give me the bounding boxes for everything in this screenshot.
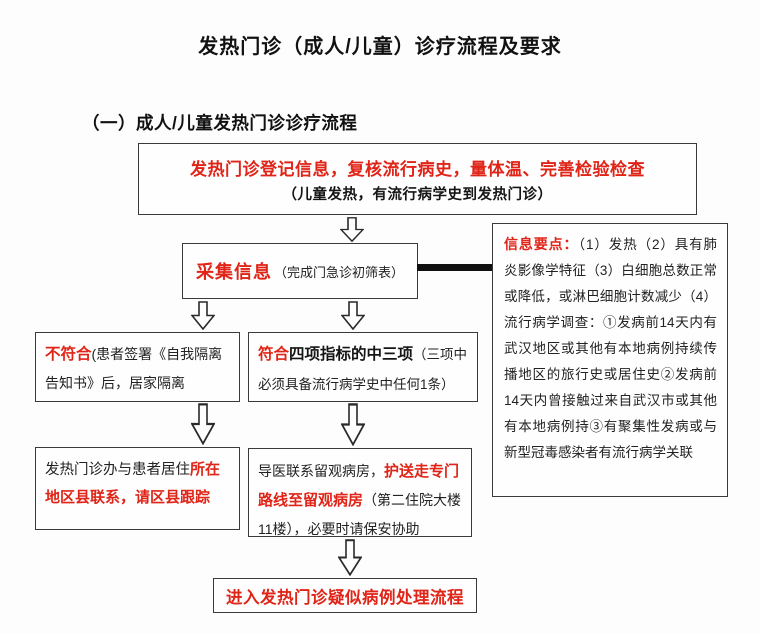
escort-highlight: 护送走专门路线至留观病房 (258, 463, 460, 509)
node-register: 发热门诊登记信息，复核流行病史，量体温、完善检验检查 （儿童发热，有流行病学史到… (138, 143, 697, 215)
page-title: 发热门诊（成人/儿童）诊疗流程及要求 (198, 36, 562, 58)
section-heading: （一）成人/儿童发热门诊诊疗流程 (82, 113, 358, 133)
register-sub-text: （儿童发热，有流行病学史到发热门诊） (282, 186, 553, 203)
collect-highlight: 采集信息 (195, 262, 272, 282)
escort-prefix: 导医联系留观病房， (258, 463, 384, 479)
info-points-label: 信息要点： (504, 236, 579, 252)
collect-note: （完成门急诊初筛表） (273, 264, 404, 280)
node-district-follow-up: 发热门诊办与患者居住所在地区县联系，请区县跟踪 (35, 447, 240, 530)
down-arrow-icon (341, 403, 365, 446)
down-arrow-icon (340, 217, 364, 242)
down-arrow-icon (338, 539, 362, 576)
connector-line (417, 264, 493, 271)
register-main-text: 发热门诊登记信息，复核流行病史，量体温、完善检验检查 (190, 159, 645, 179)
node-escort-ward: 导医联系留观病房，护送走专门路线至留观病房（第二住院大楼11楼），必要时请保安协… (248, 448, 472, 537)
match-bold-text: 四项指标的中三项 (289, 346, 414, 363)
info-points-body: （1）发热（2）具有肺炎影像学特征（3）白细胞总数正常或降低，或淋巴细胞计数减少… (504, 237, 717, 460)
final-text: 进入发热门诊疑似病例处理流程 (226, 588, 464, 607)
node-final-process: 进入发热门诊疑似病例处理流程 (213, 578, 477, 613)
not-match-text: (患者签署《自我隔离告知书》后，居家隔离 (45, 346, 223, 391)
down-arrow-icon (191, 301, 215, 330)
follow-up-highlight: 所在地区县联系，请区县跟踪 (45, 461, 221, 506)
match-highlight: 符合 (258, 346, 290, 363)
escort-suffix: （第二住院大楼11楼），必要时请保安协助 (258, 492, 462, 537)
match-note: （三项中必须具备流行病学史中任何1条） (258, 347, 468, 392)
node-info-points: 信息要点：（1）发热（2）具有肺炎影像学特征（3）白细胞总数正常或降低，或淋巴细… (492, 223, 728, 497)
node-collect-info: 采集信息 （完成门急诊初筛表） (182, 243, 418, 299)
node-match-criteria: 符合四项指标的中三项（三项中必须具备流行病学史中任何1条） (248, 332, 478, 402)
follow-up-prefix: 发热门诊办与患者居住 (45, 462, 190, 478)
down-arrow-icon (191, 403, 215, 445)
node-not-match: 不符合(患者签署《自我隔离告知书》后，居家隔离 (35, 332, 240, 402)
down-arrow-icon (341, 301, 365, 330)
not-match-highlight: 不符合 (45, 346, 92, 363)
